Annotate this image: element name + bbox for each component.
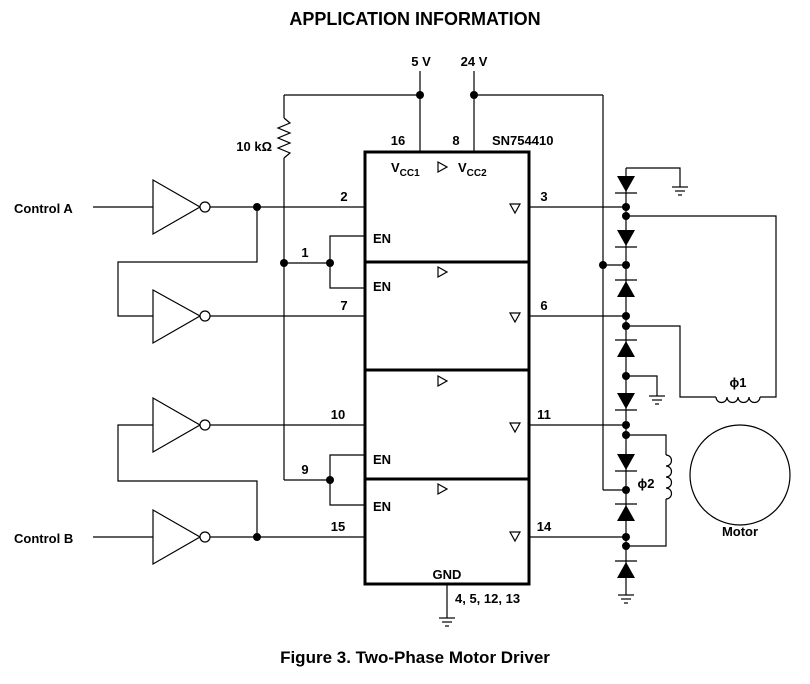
control-b-inverter-1 <box>117 396 365 537</box>
control-a-label: Control A <box>14 201 73 216</box>
motor-icon <box>689 424 791 526</box>
control-b-label: Control B <box>14 531 73 546</box>
pin-in3: 10 <box>331 407 345 422</box>
figure-caption: Figure 3. Two-Phase Motor Driver <box>280 648 550 667</box>
en34-label-b: EN <box>373 499 391 514</box>
vcc2-label: VCC2 <box>458 160 487 179</box>
en12-label-b: EN <box>373 279 391 294</box>
resistor-label: 10 kΩ <box>236 139 272 154</box>
control-a-inverter-2 <box>117 207 365 345</box>
coil-phi1-label: ϕ1 <box>730 375 747 390</box>
vcc1-label: VCC1 <box>391 160 420 179</box>
diode-column <box>603 167 688 604</box>
driver2-triangle-icon <box>437 265 449 279</box>
chip-body <box>363 150 531 586</box>
output-wires <box>529 206 626 538</box>
gnd-pins-label: 4, 5, 12, 13 <box>455 591 520 606</box>
driver3-triangle-icon <box>437 374 449 388</box>
pullup-resistor <box>276 95 292 470</box>
pin-vcc2: 8 <box>452 133 459 148</box>
pin-out3: 11 <box>537 407 551 422</box>
supply-5v-label: 5 V <box>411 54 431 69</box>
motor-label: Motor <box>722 524 758 539</box>
gnd-label: GND <box>433 567 462 582</box>
coil-phi1 <box>626 215 777 404</box>
coil-phi2-label: ϕ2 <box>638 476 655 491</box>
pin-out4: 14 <box>537 519 552 534</box>
vcc-triangle-icon <box>437 160 449 174</box>
pin-out2: 6 <box>540 298 547 313</box>
enable-34-wiring <box>283 454 365 506</box>
pin-en12: 1 <box>301 245 308 260</box>
pin-en34: 9 <box>301 462 308 477</box>
en34-label-a: EN <box>373 452 391 467</box>
out2-triangle-icon <box>508 312 522 324</box>
out4-triangle-icon <box>508 531 522 543</box>
pin-in1: 2 <box>340 189 347 204</box>
coil-phi2 <box>626 434 673 547</box>
pin-in2: 7 <box>340 298 347 313</box>
enable-12-wiring <box>284 235 365 289</box>
pin-vcc1: 16 <box>391 133 405 148</box>
supply-24v-rail <box>470 71 626 491</box>
driver4-triangle-icon <box>437 482 449 496</box>
en12-label-a: EN <box>373 231 391 246</box>
pin-out1: 3 <box>540 189 547 204</box>
pin-in4: 15 <box>331 519 345 534</box>
page-title: APPLICATION INFORMATION <box>289 9 540 29</box>
out3-triangle-icon <box>508 422 522 434</box>
out1-triangle-icon <box>508 203 522 215</box>
control-a-inverter-1 <box>93 178 365 236</box>
chip-name: SN754410 <box>492 133 553 148</box>
supply-5v-rail <box>284 71 424 152</box>
control-b-inverter-2 <box>93 508 365 566</box>
supply-24v-label: 24 V <box>461 54 488 69</box>
ground-icon <box>439 617 455 627</box>
